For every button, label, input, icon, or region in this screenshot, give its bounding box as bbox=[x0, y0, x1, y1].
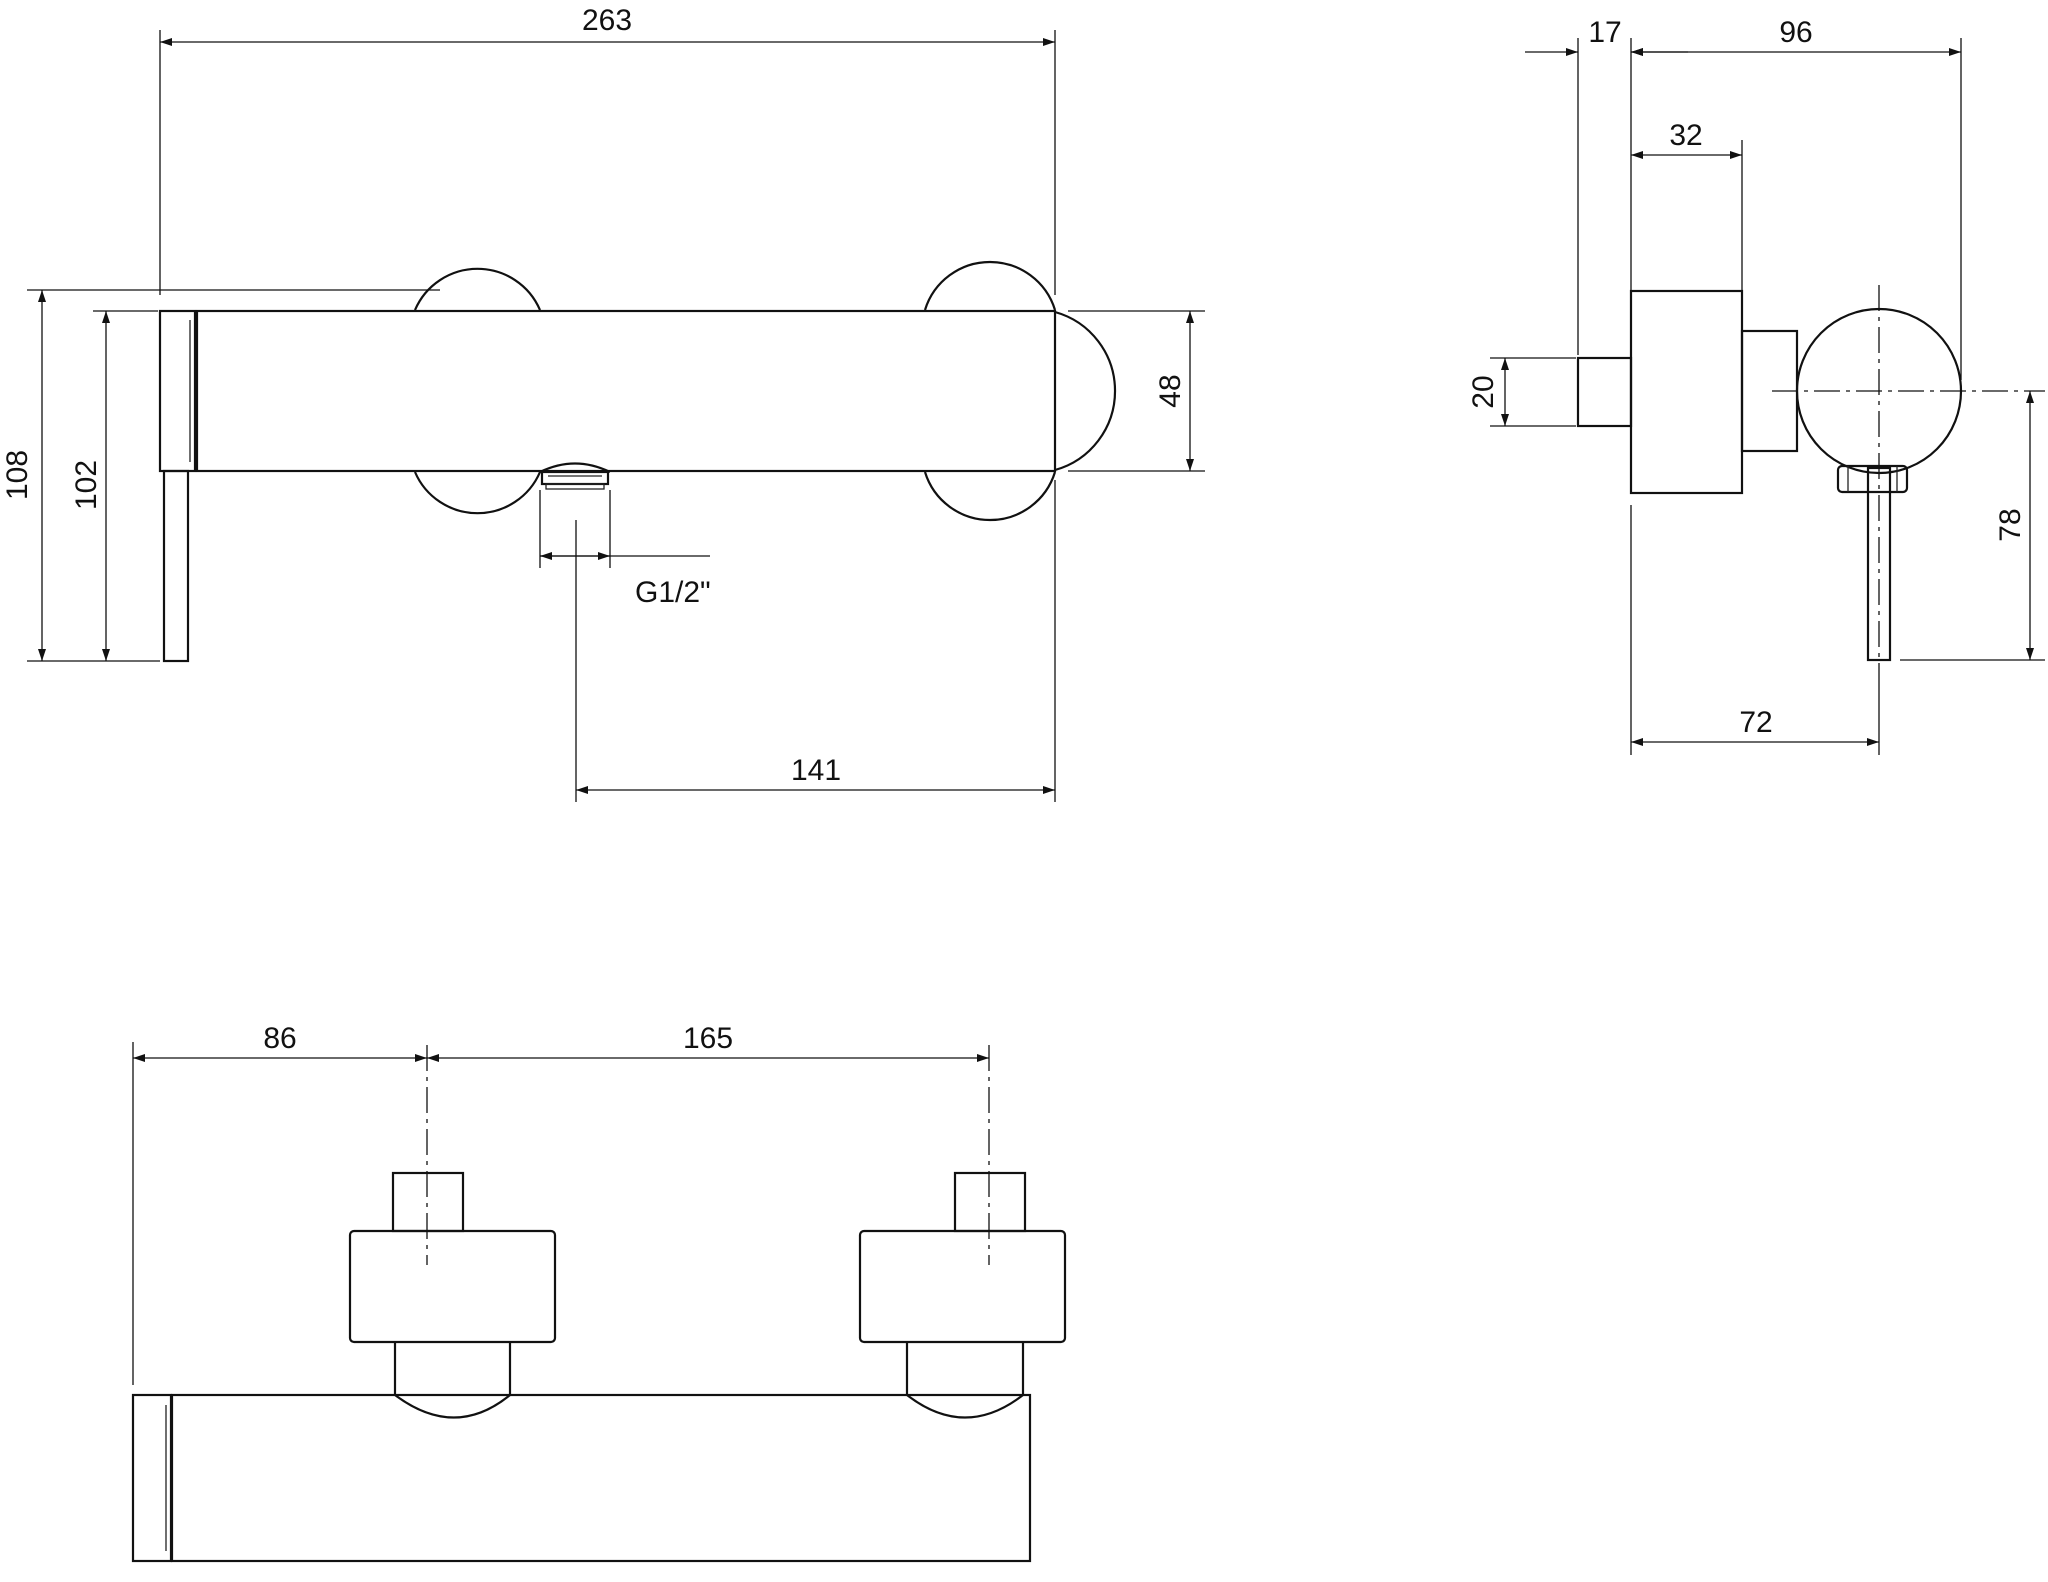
dim-lever-height: 102 bbox=[70, 460, 103, 510]
side-view bbox=[1576, 285, 2045, 680]
dim-flange-depth: 32 bbox=[1669, 119, 1702, 152]
dim-inlet-spacing: 165 bbox=[683, 1022, 733, 1055]
dim-lever-to-inlet: 86 bbox=[263, 1022, 296, 1055]
dim-outlet-thread: G1/2" bbox=[635, 576, 711, 609]
dim-body-height: 48 bbox=[1154, 374, 1187, 407]
dim-overall-height: 108 bbox=[1, 450, 34, 500]
dim-lever-drop: 78 bbox=[1994, 508, 2027, 541]
bottom-view bbox=[131, 1045, 1067, 1563]
dim-overall-depth: 96 bbox=[1779, 16, 1812, 49]
dim-lever-offset: 72 bbox=[1739, 706, 1772, 739]
dim-eccentric-depth: 17 bbox=[1588, 16, 1621, 49]
bottom-dimensions: 86 165 bbox=[132, 1022, 989, 1385]
side-dimensions: 17 96 32 20 78 72 bbox=[1467, 16, 2045, 755]
dim-outlet-offset: 141 bbox=[791, 754, 841, 787]
front-view bbox=[158, 260, 1117, 663]
front-dimensions: 263 108 102 48 G1/2" 141 bbox=[1, 4, 1205, 802]
dim-connector-height: 20 bbox=[1467, 375, 1500, 408]
dim-overall-width: 263 bbox=[582, 4, 632, 37]
